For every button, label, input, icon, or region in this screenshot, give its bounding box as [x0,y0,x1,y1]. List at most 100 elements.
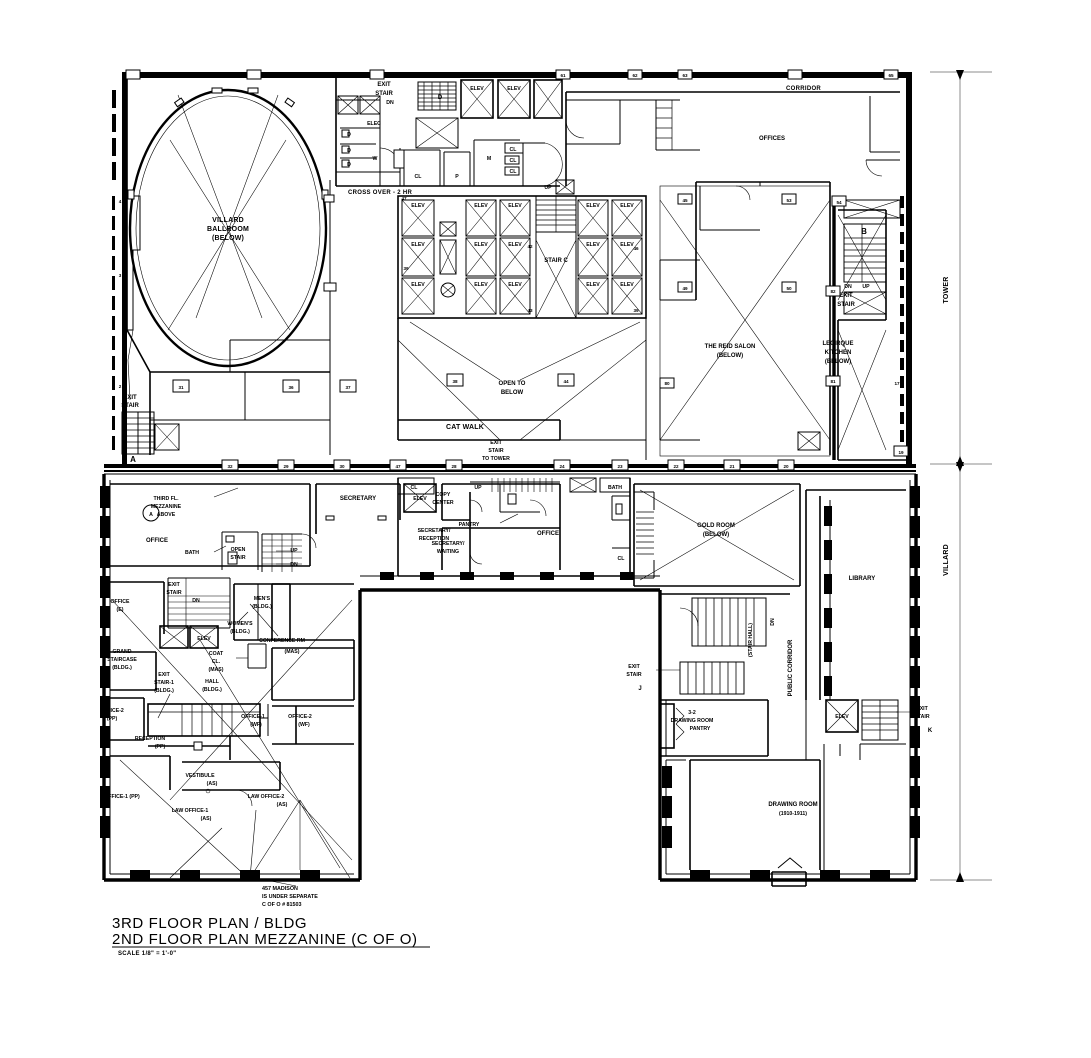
label-stair-hall: (STAIR HALL) [748,623,754,657]
tag-32: 32 [227,464,233,469]
label-elev-b10: ELEV [586,203,600,209]
label-office-mezz: OFFICE [146,538,168,544]
label-stair-b-1: EXIT [839,293,853,299]
tag-81: 81 [830,379,836,384]
label-exit-stair-d-letter: D [438,95,443,101]
label-office2wf-2: (WF) [298,722,310,728]
label-coat-1: COAT [209,651,224,657]
label-elev-b15: ELEV [620,282,634,288]
tag-17: 17 [894,381,900,386]
left-grid-ticks: 4 3 2 [112,90,141,450]
label-reid-salon-1: THE REID SALON [705,344,756,350]
label-exit-stair-mezz-2: STAIR [166,590,181,596]
tag-46: 46 [633,246,639,251]
label-womens-2: (BLDG.) [230,629,250,635]
label-stall-3: D [347,162,351,168]
label-office2wf-1: OFFICE-2 [288,714,312,720]
label-elev-b6: ELEV [474,282,488,288]
label-elev-top-1: ELEV [470,86,484,92]
label-sec-recep-2: RECEPTION [419,536,450,542]
label-corridor: CORRIDOR [786,86,821,92]
label-office-mezz2: OFFICE [537,531,559,537]
label-exit-stair-a-1: EXIT [123,395,137,401]
label-stair-b-dn: DN [844,284,852,290]
note-line-2: IS UNDER SEPARATE [262,894,318,900]
tag-24: 24 [559,464,565,469]
label-exit-stair1-1: EXIT [158,672,170,678]
label-elev-b3: ELEV [411,282,425,288]
tag-bank-misc: 39 [403,266,409,271]
label-drp-2: PANTRY [690,726,711,732]
tag-39: 39 [633,308,639,313]
label-womens-1: WOMEN'S [227,621,253,627]
tag-43: 43 [527,308,533,313]
label-elev-b13: ELEV [620,203,634,209]
tag-30: 30 [339,464,345,469]
tag-80: 80 [664,381,670,386]
dimension-line: TOWER VILLARD [930,70,992,882]
label-hall-1: HALL [205,679,220,685]
sheet-title-line1: 3RD FLOOR PLAN / BLDG [112,915,307,932]
label-cl-top: CL [415,174,423,180]
exit-stair-a: EXIT STAIR A [121,395,180,464]
note-line-1: 457 MADISON [262,886,298,892]
label-stair-k-2: STAIR [914,714,929,720]
label-elev-b2: ELEV [411,242,425,248]
corridor-offices: CORRIDOR OFFICES THE REID SALON (BELOW) … [565,86,900,457]
label-office1pp: OFFICE-1 (PP) [104,794,140,800]
label-dim-villard: VILLARD [943,544,950,576]
label-elev-right: ELEV [835,714,849,720]
label-stall-m1: CL [510,147,518,153]
lecirque-kitchen: LECIRQUE KITCHEN (BELOW) 82 81 B DN UP E… [822,196,906,461]
label-elev-b12: ELEV [586,282,600,288]
label-vest-1: VESTIBULE [185,773,215,779]
label-cl-2: CL [618,556,626,562]
label-conf-1: CONFERENCE RM [259,638,305,644]
label-exit-stair-b-letter: B [861,227,867,236]
label-elev-b14: ELEV [620,242,634,248]
label-grand-3: (BLDG.) [112,665,132,671]
label-stall-m2: CL [510,158,518,164]
tag-45: 45 [682,198,688,203]
tag-63: 63 [682,73,688,78]
label-secretary: SECRETARY [340,496,376,502]
label-up-stair: UP [290,548,298,554]
label-grand-2: STAIRCASE [107,657,137,663]
tag-54: 54 [836,200,842,205]
label-office1wf-2: (WF) [250,722,262,728]
left-wall-pilasters [100,486,110,838]
sheet-title-line2: 2ND FLOOR PLAN MEZZANINE (C OF O) [112,931,418,948]
label-stall-2: D [347,148,351,154]
label-stair-j-letter: J [638,686,641,692]
label-lecirque-1: LECIRQUE [822,341,853,347]
ballroom-surround-partitions [126,78,337,455]
tag-49: 49 [682,286,688,291]
top-service-core: ELEC EXIT STAIR DN D ELEV ELEV [335,78,575,196]
label-elev-b9: ELEV [508,282,522,288]
note-line-3: C OF O # 81503 [262,902,302,908]
label-offices: OFFICES [759,136,785,142]
lower-right-wing: GOLD ROOM (BELOW) LIBRARY (STAIR HALL) [626,483,933,887]
label-sec-recep-1: SECRETARY/ [418,528,451,534]
label-p: P [455,174,459,180]
label-lecirque-2: KITCHEN [825,350,852,356]
label-elev-b5: ELEV [474,242,488,248]
label-elev-top-2: ELEV [507,86,521,92]
label-open-stair-2: STAIR [230,555,245,561]
label-bath-mezz: BATH [608,485,622,491]
label-stair-b-2: STAIR [837,302,855,308]
lower-left-wing: EXIT STAIR DN MEN'S (BLDG.) WOMEN'S (BLD… [100,577,355,881]
label-library: LIBRARY [849,576,875,582]
label-stair-k-1: EXIT [916,706,928,712]
label-copy-2: CENTER [432,500,454,506]
tag-37: 37 [345,385,351,390]
label-mens-2: (BLDG.) [252,604,272,610]
label-stair-b-up: UP [862,284,870,290]
label-copy-1: COPY [436,492,451,498]
label-stall-m3: CL [510,169,518,175]
label-third-fl-3: ABOVE [157,512,176,518]
label-third-fl-2: MEZZANINE [151,504,182,510]
tag-21: 21 [729,464,735,469]
label-law1-1: LAW OFFICE-1 [172,808,209,814]
